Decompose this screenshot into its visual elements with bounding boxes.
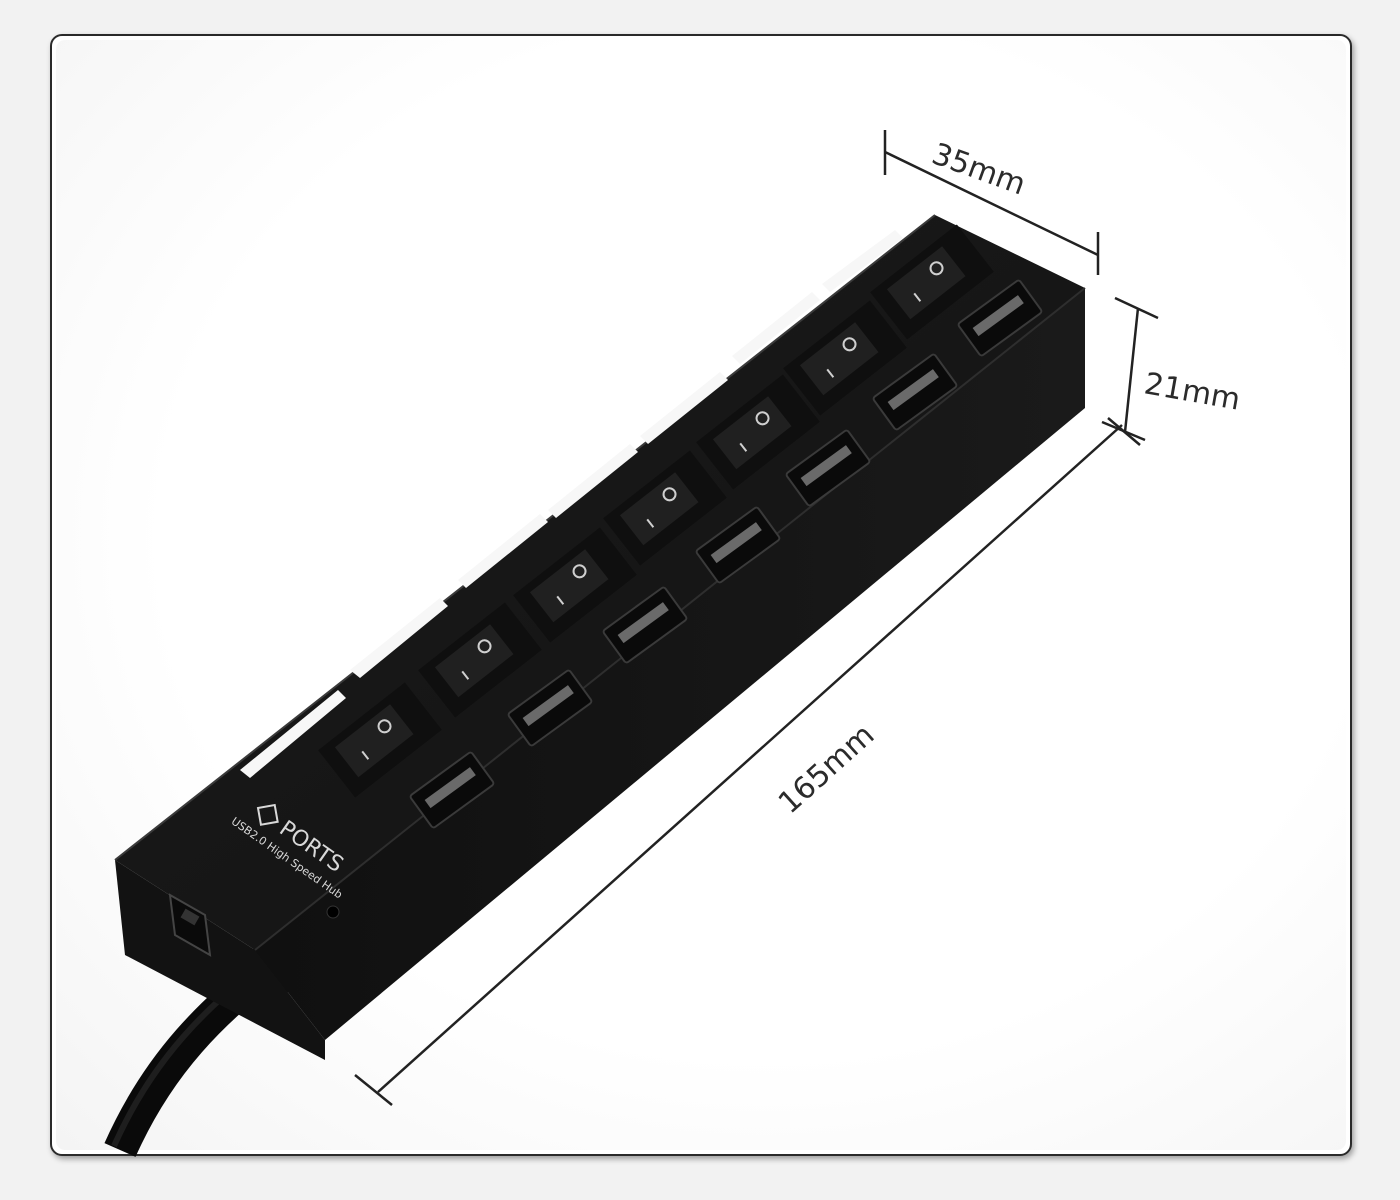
dimension-height-label: 21mm: [1142, 366, 1243, 417]
usb-port: [602, 586, 688, 664]
seven-port-logo-icon: [256, 803, 279, 826]
rocker-switch: [418, 602, 542, 718]
usb-port: [785, 429, 871, 507]
rocker-switch: [603, 450, 727, 566]
dimension-width: [883, 130, 1100, 275]
dimension-length-label: 165mm: [772, 718, 881, 821]
dimension-width-label: 35mm: [927, 137, 1030, 203]
led-indicator-strip: [240, 230, 903, 778]
usb-port: [957, 279, 1043, 357]
usb-port: [872, 353, 958, 431]
rocker-switch: [783, 300, 907, 416]
usb-port: [507, 669, 593, 747]
usb-port: [695, 506, 781, 584]
usb-ports: [409, 279, 1043, 829]
rocker-switch: [513, 527, 637, 643]
rocker-switch: [870, 224, 994, 340]
usb-port: [409, 751, 495, 829]
rocker-switches: [318, 224, 994, 798]
dc-power-jack: [168, 893, 212, 957]
power-indicator-hole: [326, 905, 340, 919]
rocker-switch: [696, 374, 820, 490]
rocker-switch: [318, 682, 442, 798]
hub-side-face: [255, 288, 1085, 1040]
hub-end-face: [115, 860, 325, 1060]
dimension-length: [354, 417, 1141, 1106]
